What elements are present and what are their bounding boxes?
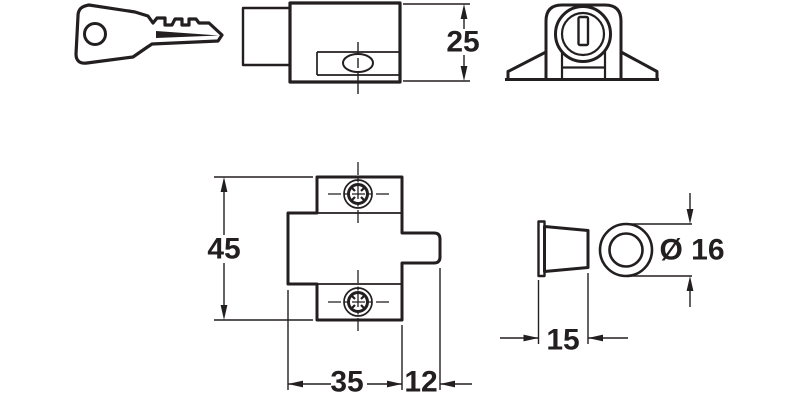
dim-45-label: 45 [207,233,240,266]
dimension-15: 15 [500,273,628,357]
dim-12-arrow-left [440,380,455,388]
screw-hole-top [328,162,389,226]
dimension-35-12: 35 12 [287,268,472,399]
lock-side-view-figure: 25 [241,1,480,94]
lock-front-view-figure: 45 35 12 [207,162,472,399]
dim-35-label: 35 [330,366,363,399]
dim-d16-arrow-down [686,209,694,224]
dim-25-arrow-up [460,4,468,19]
keeper-front-view-figure [505,3,659,81]
dim-15-extension-lines [537,273,589,344]
key-blade-groove [156,31,219,38]
dim-45-extension-lines [214,176,313,321]
dim-45-arrow-down [220,305,228,320]
dim-25-label: 25 [446,26,479,59]
dim-35-12-extension-lines [287,268,441,390]
lock-body-side [288,1,402,84]
cylinder-inner-circle [560,11,606,57]
dim-d16-label: Ø 16 [659,234,724,267]
dim-12-label: 12 [404,366,437,399]
dim-25-extension-lines [403,3,470,82]
dim-25-arrow-down [460,66,468,81]
dim-35-arrow-left [288,380,303,388]
screw-hole-top-cross-ticks [350,186,366,202]
keeper-right-wing [619,50,659,81]
lock-bolt-side [241,6,292,67]
bush-figures: 15 Ø 16 [500,193,725,357]
keeper-left-wing [506,50,548,81]
dim-35-arrow-right [387,380,402,388]
key-head-hole [83,22,107,46]
screw-hole-bottom-cross-ticks [350,294,366,310]
dim-d16-extension-lines [626,223,692,277]
keyway-slot [577,15,590,47]
bush-body-side [543,225,590,273]
bush-outer-circle [598,222,654,278]
bush-inner-circle [608,232,644,268]
screw-hole-bottom [328,270,389,334]
flange-seam-lines [317,212,402,285]
dimension-diameter-16: Ø 16 [626,193,725,307]
dim-d16-arrow-up [686,276,694,291]
dim-15-label: 15 [546,324,579,357]
dimension-25: 25 [403,3,480,82]
dimension-45: 45 [207,176,313,321]
dim-15-arrow-right [523,334,539,342]
keeper-bracket-lines [560,50,607,78]
key-figure [74,3,224,65]
dim-45-arrow-up [220,177,228,192]
dim-15-arrow-left [588,334,603,342]
key-silhouette [74,3,224,65]
